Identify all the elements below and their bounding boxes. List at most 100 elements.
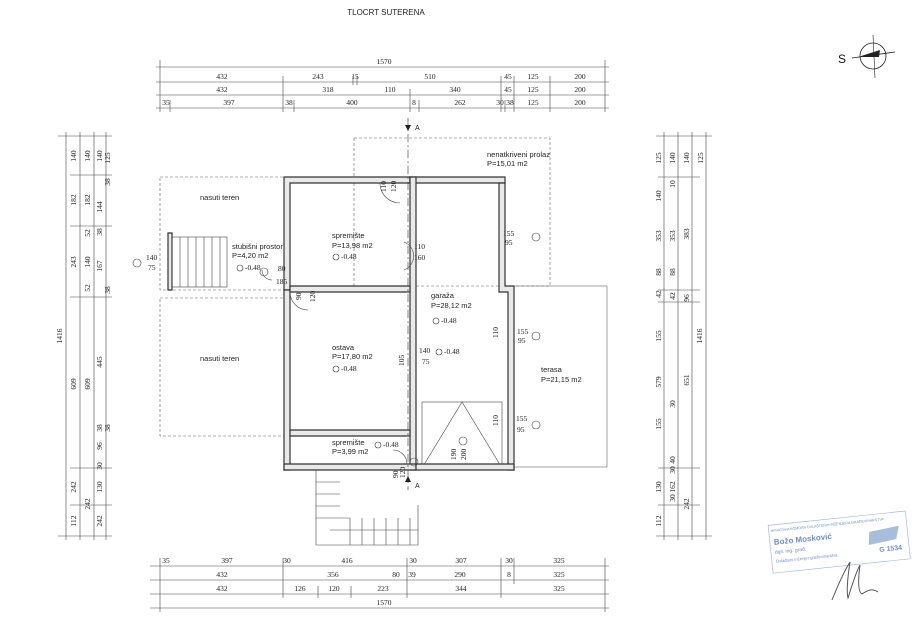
dim-top-r2-1: 318 [322, 85, 334, 94]
dim-top-r1-5: 125 [527, 72, 539, 81]
opening-6: 90 [294, 292, 303, 300]
signature [831, 561, 879, 601]
opening-7: 120 [308, 291, 317, 303]
level-2: -0.48 [341, 364, 357, 373]
room-area-0: P=15,01 m2 [487, 159, 528, 168]
dim-right-c2-3: 30 [668, 466, 677, 474]
level-3: -0.48 [245, 263, 261, 272]
opening-17: 75 [422, 357, 430, 366]
level-5: -0.48 [383, 440, 399, 449]
dim-right-c1-2: 353 [654, 230, 663, 242]
opening-18: 110 [491, 415, 500, 426]
section-line [405, 118, 411, 490]
room-name-3: spremište [332, 231, 365, 240]
dim-bot-r2-2: 80 [392, 570, 400, 579]
dim-right-c4-1: 140 [668, 152, 677, 164]
dim-bot-r2-6: 325 [553, 570, 565, 579]
stamp-line1: HRVATSKA KOMORA OVLAŠTENIH INŽENJERA GRA… [770, 516, 884, 533]
opening-19: 155 [516, 414, 528, 423]
opening-0: 140 [146, 253, 158, 262]
dim-right-c2-1: 30 [668, 400, 677, 408]
right-dimension-lines [656, 132, 712, 540]
dim-right-c3-4: 242 [682, 498, 691, 510]
dim-right-c1-7: 155 [654, 418, 663, 430]
dim-right-c2-2: 40 [668, 456, 677, 464]
room-area-4: P=28,12 m2 [431, 301, 472, 310]
dim-left-c3-5: 38 [95, 424, 104, 432]
dim-right-total: 1416 [695, 328, 704, 343]
dim-bot-r2-4: 290 [454, 570, 466, 579]
dim-bot-r2-0: 432 [216, 570, 228, 579]
dim-right-c4-3: 88 [668, 268, 677, 276]
dim-right-c1-8: 130 [654, 481, 663, 493]
dim-top-r2-5: 125 [527, 85, 539, 94]
opening-2: 80 [278, 264, 286, 273]
dim-top-r3-0: 35 [162, 98, 170, 107]
level-0: -0.48 [341, 252, 357, 261]
dim-right-c3-1: 383 [682, 228, 691, 240]
dim-left-c1-4: 242 [69, 481, 78, 493]
dim-bot-r1-4: 30 [409, 556, 417, 565]
opening-1: 75 [148, 263, 156, 272]
level-4: -0.48 [444, 347, 460, 356]
dim-left-c3-7: 30 [95, 462, 104, 470]
dim-left-c2-6: 242 [83, 498, 92, 510]
section-mark-bottom: A [415, 483, 420, 490]
dim-top-r2-4: 45 [504, 85, 512, 94]
opening-24: 120 [398, 467, 407, 479]
dim-right-c2-5: 162 [668, 481, 677, 493]
dim-right-c1-4: 42 [654, 290, 663, 298]
dim-left-c2-0: 140 [83, 150, 92, 162]
dim-bot-r3-3: 223 [377, 584, 389, 593]
room-area-3: P=13,98 m2 [332, 241, 373, 250]
dim-left-c2-4: 52 [83, 284, 92, 292]
room-area-8: P=3,99 m2 [332, 447, 368, 456]
dim-right-c4-0: 125 [696, 152, 705, 164]
stamp-number: G 1534 [879, 545, 903, 554]
dim-bot-r1-2: 30 [283, 556, 291, 565]
dim-right-c2-4: 30 [668, 494, 677, 502]
stamp-line2: Božo Mosković [773, 532, 832, 547]
room-name-8: spremište [332, 438, 365, 447]
dim-left-total: 1416 [55, 328, 64, 343]
dim-top-r3-8: 125 [527, 98, 539, 107]
dim-left-c4-1: 38 [103, 178, 112, 186]
dim-top-total: 1570 [377, 57, 392, 66]
bottom-dimension-lines [150, 558, 609, 612]
room-name-0: nenatkriveni prolaz [487, 150, 550, 159]
dim-top-r1-1: 243 [312, 72, 324, 81]
room-name-6: ostava [332, 343, 355, 352]
dim-left-c2-1: 182 [83, 194, 92, 206]
dim-top-r1-4: 45 [504, 72, 512, 81]
dim-right-c3-3: 651 [682, 374, 691, 386]
dim-right-c1-5: 155 [654, 330, 663, 342]
dim-bot-r1-1: 397 [221, 556, 233, 565]
dim-right-c4-2: 353 [668, 230, 677, 242]
opening-22: 200 [459, 449, 468, 461]
compass-label: S [838, 52, 846, 66]
dim-left-c3-6: 96 [95, 442, 104, 450]
dim-top-r3-7: 38 [506, 98, 514, 107]
dim-top-r2-3: 340 [449, 85, 461, 94]
dim-bot-r2-3: 39 [408, 570, 416, 579]
opening-16: 140 [419, 346, 431, 355]
dim-left-c3-2: 38 [95, 228, 104, 236]
dim-bot-r2-1: 356 [327, 570, 339, 579]
dim-left-c3-4: 445 [95, 356, 104, 368]
dim-bot-r3-2: 120 [328, 584, 340, 593]
dim-top-r1-3: 510 [424, 72, 436, 81]
dim-bot-r1-6: 30 [505, 556, 513, 565]
dim-left-c1-5: 112 [69, 515, 78, 526]
opening-13: 155 [517, 327, 529, 336]
stamp-line3: dipl. ing. građ. [775, 547, 807, 556]
dim-top-r3-9: 200 [574, 98, 586, 107]
dim-right-c1-0: 125 [654, 152, 663, 164]
opening-14: 95 [518, 336, 526, 345]
dim-bot-r1-0: 35 [162, 556, 170, 565]
dim-bot-r3-5: 325 [553, 584, 565, 593]
stamp-line4: Ovlašteni inženjer građevinarstva [776, 552, 839, 564]
dim-left-c3-0: 140 [95, 150, 104, 162]
dim-left-c4-0: 125 [103, 152, 112, 164]
opening-20: 95 [517, 425, 525, 434]
dim-bot-r3-0: 432 [216, 584, 228, 593]
